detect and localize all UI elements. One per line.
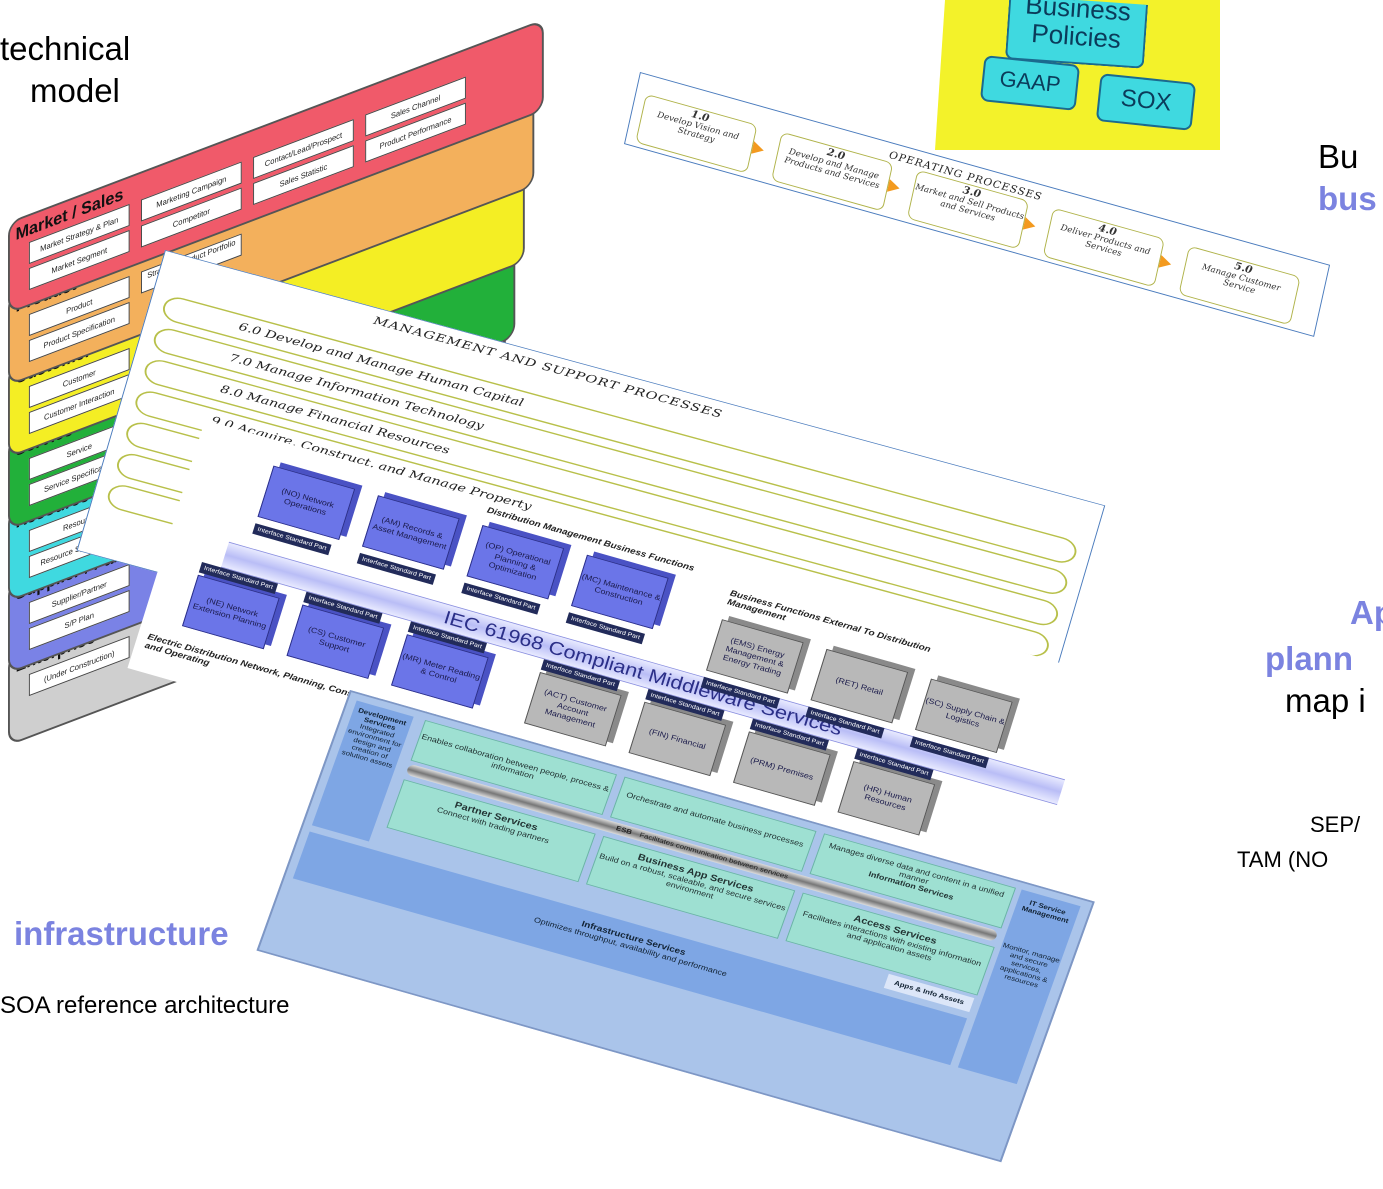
label-model: model: [30, 72, 120, 109]
process-arrow-icon: [1158, 255, 1173, 271]
infrastructure-desc: Optimizes throughput, availability and p…: [532, 915, 729, 979]
label-tam: TAM (NO: [1237, 847, 1329, 872]
label-planning: plann: [1265, 640, 1353, 677]
process-arrow-icon: [1022, 217, 1037, 233]
label-business: Bu: [1318, 138, 1359, 175]
label-sep: SEP/: [1310, 812, 1361, 837]
sox-box: SOX: [1095, 73, 1197, 131]
business-policies-box: Business Policies: [1004, 0, 1149, 69]
label-infrastructure: infrastructure: [14, 915, 229, 952]
label-map: map i: [1285, 682, 1366, 719]
esb-label: ESB: [614, 824, 634, 836]
gaap-box: GAAP: [979, 55, 1081, 111]
label-business-arch: bus: [1318, 180, 1377, 217]
process-arrow-icon: [887, 179, 901, 195]
label-application: Ap: [1350, 594, 1383, 631]
label-technical: technical: [0, 30, 131, 67]
it-service-desc: Monitor, manage and secure services, app…: [998, 941, 1061, 990]
business-app-desc: Build on a robust, scaleable, and secure…: [598, 851, 787, 913]
label-soa-reference: SOA reference architecture: [0, 992, 290, 1019]
business-policies-panel: Business Policies GAAP SOX: [935, 0, 1220, 150]
it-service-title: IT Service Management: [1020, 899, 1070, 925]
process-arrow-icon: [751, 141, 766, 157]
